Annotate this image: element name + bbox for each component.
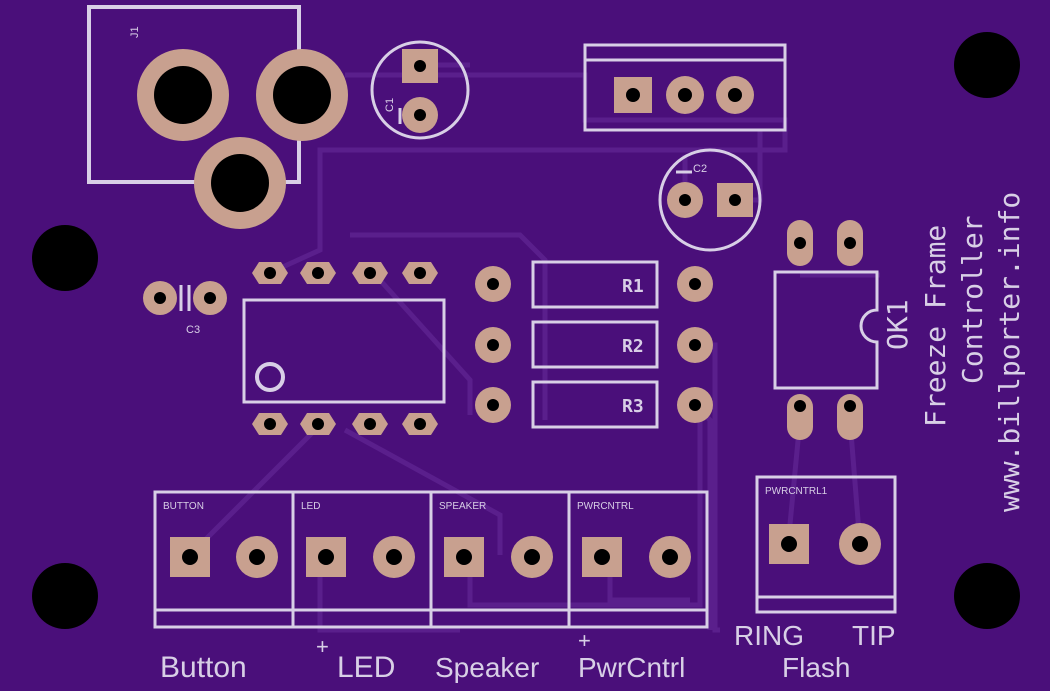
side-text-title: Freeze Frame [919, 225, 952, 427]
connector-speaker-label: SPEAKER [439, 501, 486, 512]
side-text-subtitle: Controller [956, 215, 989, 384]
label-flash: Flash [782, 652, 850, 683]
r2-label: R2 [622, 336, 644, 357]
label-button: Button [160, 651, 247, 684]
mounting-hole [32, 225, 98, 291]
mounting-hole [954, 32, 1020, 98]
capacitor-c3: C3 [143, 281, 227, 336]
label-led: LED [337, 651, 395, 684]
resistor-r2: R2 [475, 320, 713, 369]
side-text-url: www.billporter.info [993, 192, 1026, 512]
c2-label: C2 [693, 163, 707, 175]
resistor-r3: R3 [475, 380, 713, 429]
connector-pwrcntrl: PWRCNTRL [567, 490, 709, 629]
ic-dip8 [242, 262, 446, 435]
connector-pwrcntrl1: PWRCNTRL1 [755, 475, 897, 614]
bottom-labels: Button + LED Speaker + PwrCntrl RING TIP… [160, 620, 896, 684]
board-side-text: Freeze Frame Controller www.billporter.i… [919, 192, 1026, 512]
label-tip: TIP [852, 620, 896, 651]
connector-led: LED [291, 490, 433, 629]
connector-led-label: LED [301, 501, 320, 512]
label-plus-pwr: + [578, 628, 591, 653]
connector-speaker: SPEAKER [429, 490, 571, 629]
c3-label: C3 [186, 324, 200, 336]
capacitor-c1: C1 [370, 40, 470, 140]
connector-pwrcntrl1-label: PWRCNTRL1 [765, 486, 828, 497]
c1-label: C1 [384, 98, 396, 112]
label-speaker: Speaker [435, 652, 539, 683]
connector-pwrcntrl-label: PWRCNTRL [577, 501, 634, 512]
mounting-hole [32, 563, 98, 629]
capacitor-c2: C2 [658, 148, 762, 252]
optocoupler-ok1: OK1 [773, 220, 914, 440]
j1-power-jack: J1 [87, 5, 348, 229]
label-pwrcntrl: PwrCntrl [578, 652, 685, 683]
j1-label: J1 [129, 26, 141, 38]
r1-label: R1 [622, 276, 644, 297]
resistor-r1: R1 [475, 260, 713, 309]
label-ring: RING [734, 620, 804, 651]
header-3pin [583, 43, 787, 132]
label-plus-led: + [316, 634, 329, 659]
ok1-label: OK1 [881, 299, 914, 350]
r3-label: R3 [622, 396, 644, 417]
connector-button-label: BUTTON [163, 501, 204, 512]
mounting-hole [954, 563, 1020, 629]
